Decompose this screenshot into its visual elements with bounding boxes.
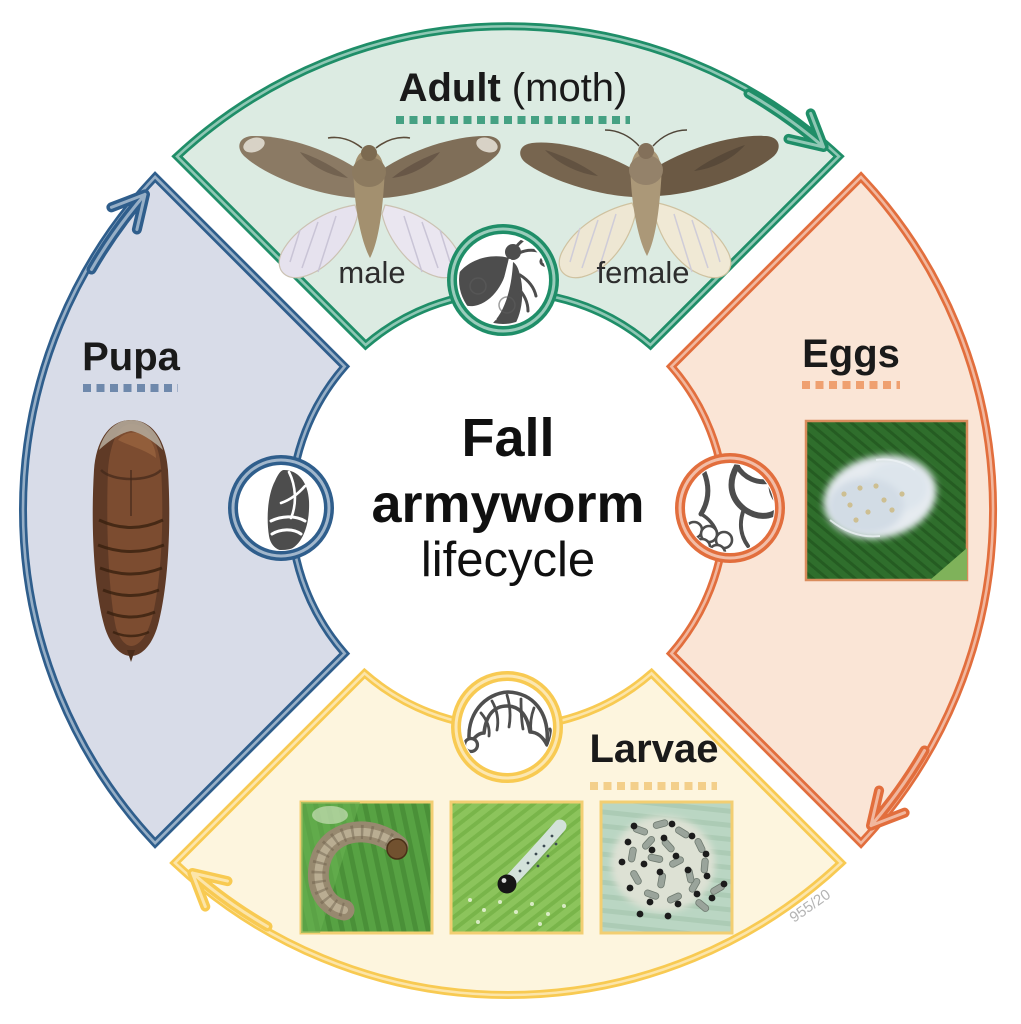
male-caption: male xyxy=(338,255,405,290)
moth-icon-badge xyxy=(447,224,559,336)
center-title-line1: Fall xyxy=(461,408,554,468)
pupa-icon xyxy=(267,470,310,550)
pupa-section-label: Pupa xyxy=(82,335,181,392)
adult-title-suffix: (moth) xyxy=(512,66,628,110)
male-moth-photo xyxy=(239,135,501,279)
eggs-title: Eggs xyxy=(802,332,900,376)
eggs-to-larvae-arrow-highlight xyxy=(869,749,926,828)
eggs-section-label: Eggs xyxy=(802,332,900,389)
center-title-line2: armyworm xyxy=(371,474,644,534)
larvae-photo-1 xyxy=(299,800,434,935)
female-caption: female xyxy=(596,255,689,290)
larvae-section-label: Larvae xyxy=(590,727,719,790)
adult-title: Adult(moth) xyxy=(399,66,628,110)
pupa-photo xyxy=(92,420,170,662)
adult-to-eggs-arrow xyxy=(743,88,829,152)
larva-icon-badge xyxy=(451,671,563,783)
larvae-title: Larvae xyxy=(590,727,719,771)
larvae-to-pupa-arrow-highlight xyxy=(190,871,269,928)
larva-speckles xyxy=(518,834,558,873)
female-moth-photo xyxy=(520,129,779,279)
larvae-heads xyxy=(618,820,728,920)
egg-dots xyxy=(841,483,905,523)
eggs-photo xyxy=(804,419,969,582)
eggs-to-larvae-arrow xyxy=(866,745,930,831)
larvae-photo-2 xyxy=(449,800,584,935)
pupa-icon-badge xyxy=(228,455,334,561)
pupa-to-adult-arrow-highlight xyxy=(90,192,147,271)
center-title-line3: lifecycle xyxy=(421,533,595,587)
pupa-to-adult-arrow xyxy=(86,189,150,275)
pupa-title: Pupa xyxy=(82,335,181,379)
larva-icon xyxy=(462,690,552,754)
center-title: Fall armyworm lifecycle xyxy=(371,408,644,587)
larvae-photo-3 xyxy=(599,800,734,935)
adult-to-eggs-arrow-highlight xyxy=(747,92,826,149)
larvae-to-pupa-arrow xyxy=(187,868,273,932)
adult-title-bold: Adult xyxy=(399,66,501,110)
adult-section-label: Adult(moth) male female xyxy=(338,66,689,290)
leaf-speckles xyxy=(468,898,566,926)
